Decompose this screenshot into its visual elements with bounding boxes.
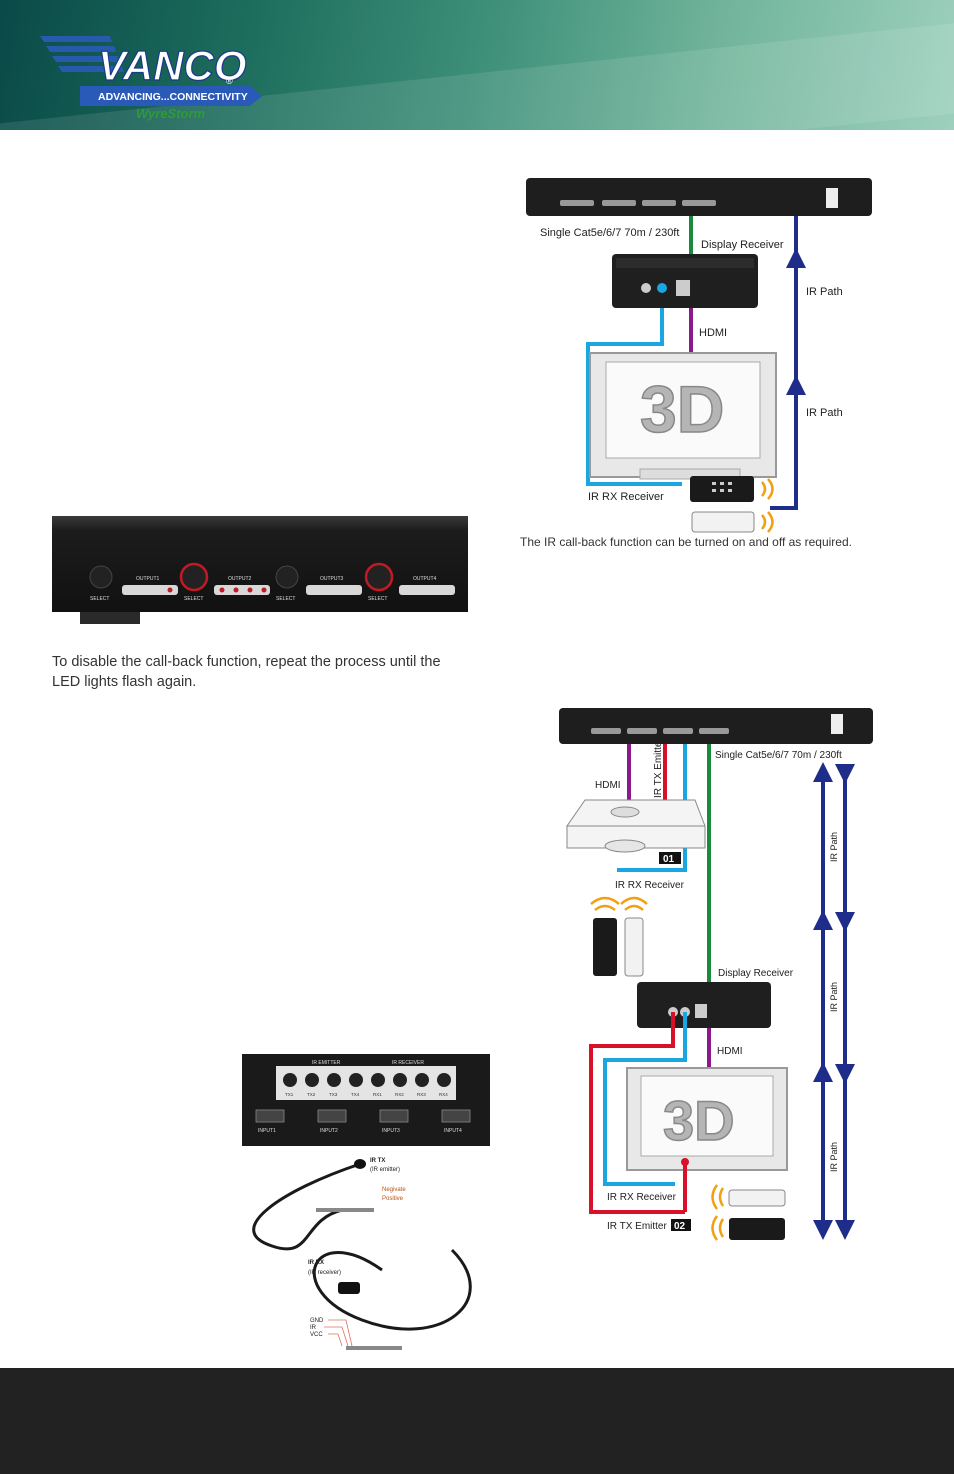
d2-ir-path-1: IR Path bbox=[829, 832, 839, 862]
ir-tx-label: IR TX bbox=[370, 1158, 385, 1164]
d2-ir-tx-bottom-cable bbox=[589, 1012, 675, 1214]
d1-hdmi-label: HDMI bbox=[699, 327, 727, 339]
diagram-1: 3D Single Cat5e/6/7 70m / 230ft Display … bbox=[520, 178, 872, 549]
d2-ir-tx-bottom-label: IR TX Emitter bbox=[607, 1221, 667, 1232]
badge-02: 02 bbox=[674, 1221, 686, 1232]
ir-label: IR bbox=[310, 1325, 317, 1331]
front-panel-photo: SELECT OUTPUT1 SELECT OUTPUT2 SELECT OUT… bbox=[52, 516, 468, 624]
panel-label-select-4: SELECT bbox=[368, 596, 387, 602]
sub-brand: WyreStorm bbox=[136, 106, 206, 121]
panel-label-select-2: SELECT bbox=[184, 596, 203, 602]
ir-path-line bbox=[770, 216, 798, 510]
switcher-unit bbox=[526, 178, 872, 216]
input1-label: INPUT1 bbox=[258, 1128, 276, 1134]
ir-rx-cable bbox=[586, 288, 682, 486]
tv-3d-label: 3D bbox=[640, 372, 724, 446]
page-footer bbox=[0, 1368, 954, 1474]
d2-remote-2 bbox=[624, 917, 644, 977]
d2-display-receiver-label: Display Receiver bbox=[718, 968, 794, 979]
d2-tv-3d-label: 3D bbox=[663, 1089, 735, 1152]
ir-signal-2 bbox=[761, 511, 774, 533]
input3-label: INPUT3 bbox=[382, 1128, 400, 1134]
d2-ir-rx-bottom-cable bbox=[603, 1012, 687, 1186]
port-rx2: RX2 bbox=[395, 1092, 404, 1097]
badge-02-box bbox=[671, 1219, 691, 1231]
d1-ir-path-label-1: IR Path bbox=[806, 286, 843, 298]
port-rx1: RX1 bbox=[373, 1092, 382, 1097]
ir-path-arrow-2 bbox=[786, 375, 806, 395]
panel-label-output1: OUTPUT1 bbox=[136, 576, 160, 582]
ir-rx-label: IR RX bbox=[308, 1260, 324, 1266]
vcc-label: VCC bbox=[310, 1332, 323, 1338]
d2-ir-signal-1 bbox=[590, 896, 620, 912]
d2-remote-1 bbox=[593, 918, 617, 976]
gnd-label: GND bbox=[310, 1318, 324, 1324]
ir-tx-sub-label: (IR emitter) bbox=[370, 1167, 400, 1173]
panel-label-select-3: SELECT bbox=[276, 596, 295, 602]
page-header: VANCO ® ADVANCING...CONNECTIVITY WyreSto… bbox=[0, 0, 954, 130]
ir-cables-photo: IR TX (IR emitter) Negivate Positive IR … bbox=[252, 1158, 472, 1350]
vanco-logo: VANCO ® ADVANCING...CONNECTIVITY WyreSto… bbox=[40, 36, 262, 121]
d1-caption: The IR call-back function can be turned … bbox=[520, 535, 852, 549]
panel-label-output3: OUTPUT3 bbox=[320, 576, 344, 582]
remote-2 bbox=[691, 511, 755, 533]
switcher-unit-2 bbox=[559, 708, 873, 744]
d2-hdmi-top-label: HDMI bbox=[595, 780, 621, 791]
ir-tx-cable bbox=[252, 1162, 361, 1251]
rear-ports-photo: IR EMITTER IR RECEIVER TX1 TX2 TX3 TX4 R… bbox=[242, 1054, 490, 1146]
input4-label: INPUT4 bbox=[444, 1128, 462, 1134]
badge-01: 01 bbox=[663, 854, 675, 865]
port-tx1: TX1 bbox=[285, 1092, 294, 1097]
ir-receiver-label: IR RECEIVER bbox=[392, 1060, 424, 1066]
d2-ir-rx-top-cable bbox=[617, 744, 687, 872]
d2-ir-path-2: IR Path bbox=[829, 982, 839, 1012]
d2-remote-4 bbox=[729, 1218, 785, 1240]
d1-display-receiver-label: Display Receiver bbox=[701, 239, 784, 251]
disable-callback-text: To disable the call-back function, repea… bbox=[52, 654, 441, 690]
badge-01-box bbox=[659, 852, 681, 864]
d2-ir-path-3: IR Path bbox=[829, 1142, 839, 1172]
d2-ir-signal-2 bbox=[620, 896, 648, 911]
port-tx2: TX2 bbox=[307, 1092, 316, 1097]
d2-ir-rx-top-label: IR RX Receiver bbox=[615, 880, 685, 891]
d2-hdmi-bottom-label: HDMI bbox=[717, 1046, 743, 1057]
brand-name: VANCO bbox=[98, 42, 247, 89]
input2-label: INPUT2 bbox=[320, 1128, 338, 1134]
panel-label-output4: OUTPUT4 bbox=[413, 576, 437, 582]
brand-tagline: ADVANCING...CONNECTIVITY bbox=[98, 91, 248, 103]
d2-remote-3 bbox=[728, 1189, 786, 1207]
d1-ir-rx-label: IR RX Receiver bbox=[588, 491, 664, 503]
d2-ir-rx-bottom-label: IR RX Receiver bbox=[607, 1192, 677, 1203]
panel-label-output2: OUTPUT2 bbox=[228, 576, 252, 582]
ir-rx-sub-label: (IR receiver) bbox=[308, 1270, 341, 1276]
registered-mark: ® bbox=[226, 76, 233, 86]
d1-cable-label: Single Cat5e/6/7 70m / 230ft bbox=[540, 227, 679, 239]
ir-rx-cable bbox=[312, 1248, 472, 1331]
port-rx3: RX3 bbox=[417, 1092, 426, 1097]
ir-path-arrow-1 bbox=[786, 248, 806, 268]
d1-ir-path-label-2: IR Path bbox=[806, 407, 843, 419]
port-tx3: TX3 bbox=[329, 1092, 338, 1097]
d2-cable-label: Single Cat5e/6/7 70m / 230ft bbox=[715, 750, 842, 761]
diagram-2: 01 3D 02 Single Cat5e/6/7 70m / 230ft IR… bbox=[559, 708, 873, 1241]
panel-label-select-1: SELECT bbox=[90, 596, 109, 602]
ir-signal-1 bbox=[761, 478, 774, 500]
d2-ir-tx-emitter-vertical: IR TX Emitter bbox=[653, 738, 664, 798]
port-rx4: RX4 bbox=[439, 1092, 448, 1097]
tagline-arrow bbox=[80, 86, 262, 106]
positive-label: Positive bbox=[382, 1196, 404, 1202]
negative-label: Negivate bbox=[382, 1187, 406, 1193]
ir-emitter-label: IR EMITTER bbox=[312, 1060, 341, 1066]
port-tx4: TX4 bbox=[351, 1092, 360, 1097]
